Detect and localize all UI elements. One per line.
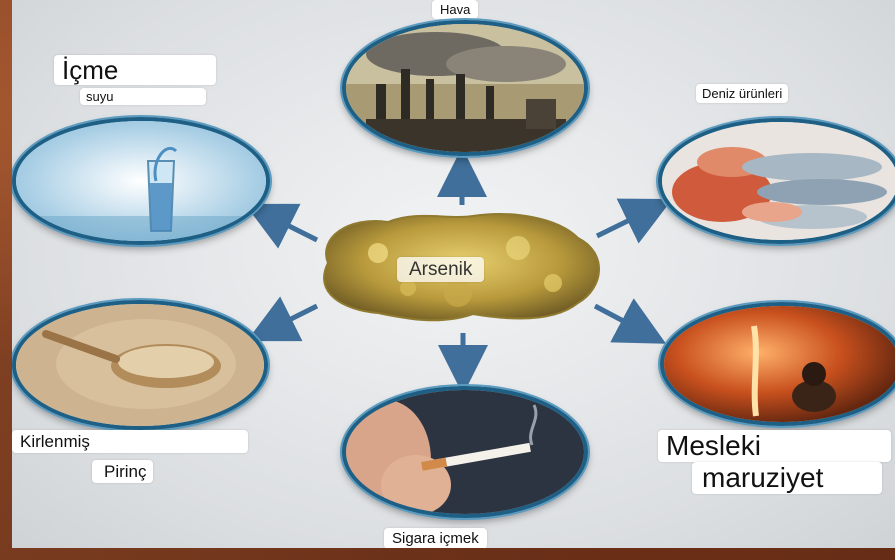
cigarette-icon <box>346 390 584 514</box>
seafood-label: Deniz ürünleri <box>696 84 788 103</box>
occupational-label-line2: maruziyet <box>692 462 882 494</box>
drinking-water-label-line2: suyu <box>80 88 206 105</box>
seafood-image <box>658 118 895 244</box>
smoking-image <box>342 386 588 518</box>
rice-image <box>12 300 268 430</box>
drinking-water-image <box>12 117 270 245</box>
rice-label-line2: Pirinç <box>92 460 153 483</box>
air-image <box>342 20 588 156</box>
drinking-water-label-line1: İçme <box>54 55 216 85</box>
molten-metal-foundry-icon <box>664 306 895 422</box>
occupational-image <box>660 302 895 426</box>
fish-and-shrimp-icon <box>662 122 895 240</box>
occupational-label-line1: Mesleki <box>658 430 891 462</box>
smoking-label: Sigara içmek <box>384 528 487 548</box>
center-label: Arsenik <box>397 257 484 282</box>
rice-on-spoon-icon <box>16 304 264 426</box>
factory-smokestacks-icon <box>346 24 584 152</box>
air-label: Hava <box>432 0 478 19</box>
rice-label-line1: Kirlenmiş <box>12 430 248 453</box>
glass-of-water-icon <box>16 121 266 241</box>
diagram-panel: Arsenik Hava İçme suyu <box>12 0 895 548</box>
